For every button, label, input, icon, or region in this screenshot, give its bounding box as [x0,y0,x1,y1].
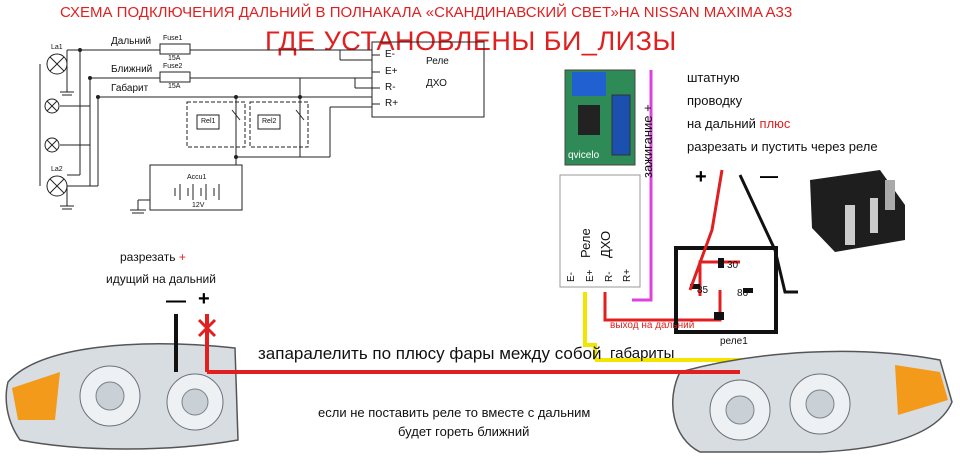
fuse1-label: Fuse1 [163,35,183,42]
ignition-wire [632,70,653,302]
drl-label-card [559,174,641,288]
fuse1-rating: 15A [168,55,181,62]
lamp-mid2-icon [44,137,60,153]
schematic [39,41,485,214]
pin-e-plus: E+ [385,66,398,77]
relay-pin-85: 85 [697,285,709,296]
stock-wiring-line4: разрезать и пустить через реле [687,139,878,154]
diagram-title: СХЕМА ПОДКЛЮЧЕНИЯ ДАЛЬНИЙ В ПОЛНАКАЛА «С… [60,4,793,21]
cut-note-line2: идущий на дальний [106,272,216,286]
relay-name: реле1 [720,336,748,347]
cut-note-line1-plus: + [178,250,186,264]
relay-output-wire [603,290,722,322]
wire-high-label: Дальний [111,36,152,47]
stock-wiring-line3-text: на дальний [687,116,756,131]
cut-minus-sign: — [166,290,186,312]
module-brand: qvicelo [568,150,600,161]
relay-pin-30: 30 [727,260,739,271]
relay-plus-wire [688,169,724,291]
fuse2-label: Fuse2 [163,63,183,70]
pin-r-plus: R+ [385,98,399,109]
drl-box-subtitle: ДХО [426,78,447,89]
cut-mark-icon [197,318,217,338]
relay-photo [810,170,905,252]
relay1-label: Rel1 [201,118,216,125]
battery-label: Accu1 [187,174,207,181]
pin-e-minus: E- [385,49,395,60]
stock-wiring-line1: штатную [687,70,740,85]
parking-wire [583,292,597,360]
pin-r-minus: R- [385,82,396,93]
diagram-subtitle: ГДЕ УСТАНОВЛЕНЫ БИ_ЛИЗЫ [265,26,677,56]
drl-box-title: Реле [426,56,449,67]
stock-wiring-line2: проводку [687,93,743,108]
module-drl-line1: Реле [578,228,593,258]
lamp-mid1-icon [44,98,60,114]
lamp-la2-icon [46,175,68,197]
ignition-label: зажигание + [640,104,655,178]
lamp-la1-label: La1 [51,44,63,51]
module-drl-line2: ДХО [598,230,613,258]
parking-label: габариты [610,345,675,362]
warning-line2: будет гореть ближний [398,424,530,439]
relay-minus-sign: — [760,166,778,186]
lamp-la2-label: La2 [51,166,63,173]
relay-output-label: выход на дальний [610,320,695,331]
left-headlight [5,343,239,450]
module-pin-3: R+ [622,268,633,282]
relay-pin-86: 86 [737,288,749,299]
stock-wiring-line3: на дальний плюс [687,116,790,131]
wire-park-label: Габарит [111,83,149,94]
drl-module-board [564,69,636,166]
parallel-note: запаралелить по плюсу фары между собой [258,344,602,363]
battery-voltage: 12V [192,202,205,209]
module-pin-1: Е+ [585,269,596,282]
right-headlight [672,350,953,453]
module-pin-0: Е- [566,272,577,282]
stock-plus-word: плюс [759,116,791,131]
warning-line1: если не поставить реле то вместе с дальн… [318,405,591,420]
relay-minus-wire [738,174,798,294]
cut-note-line1: разрезать + [120,250,186,264]
relay2-label: Rel2 [262,118,277,125]
relay-plus-sign: + [695,166,707,188]
lamp-la1-icon [46,53,68,75]
fuse2-rating: 15A [168,83,181,90]
wire-low-label: Ближний [111,64,153,75]
module-pin-2: R- [604,271,615,282]
cut-plus-sign: + [198,288,210,310]
cut-note-line1-text: разрезать [120,250,176,264]
